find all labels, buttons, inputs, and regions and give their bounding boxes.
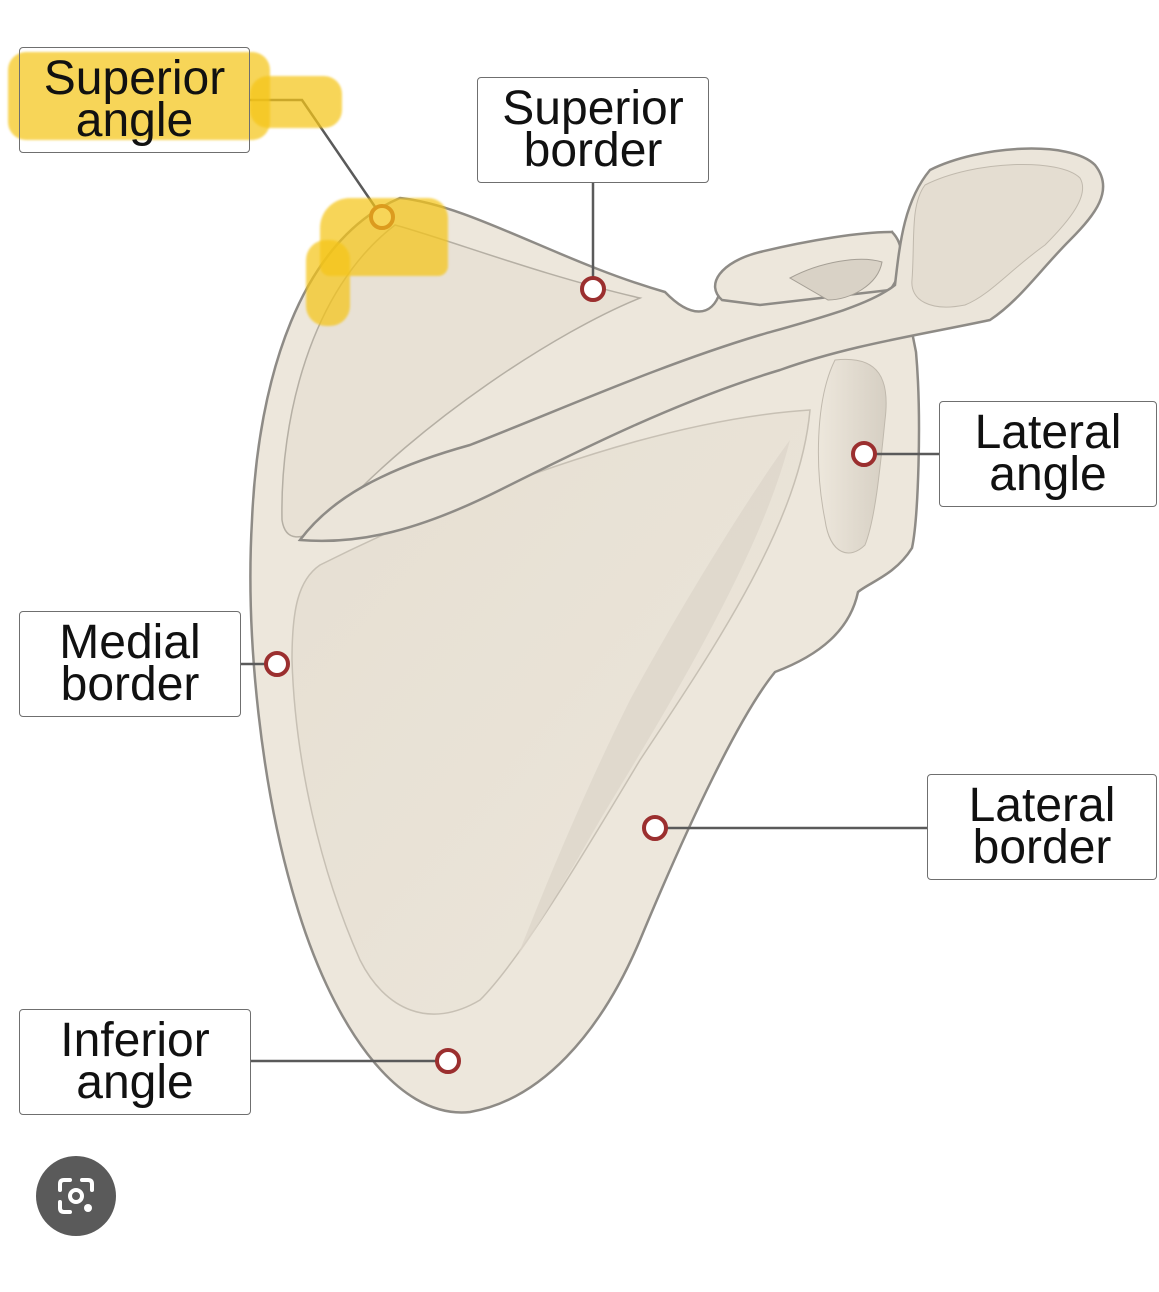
visual-search-icon (58, 1178, 94, 1214)
highlight-superior-angle-label (8, 52, 270, 140)
scapular-spine (297, 147, 1105, 543)
label-superior-border-line2: border (523, 124, 663, 177)
label-inferior-angle: Inferior angle (19, 1009, 251, 1115)
label-lateral-border-line2: border (972, 821, 1112, 874)
label-lateral-angle-line1: Lateral (974, 406, 1122, 459)
marker-lateral-border-icon (642, 815, 668, 841)
supraspinous-fossa (281, 224, 643, 538)
label-medial-border-line1: Medial (59, 616, 201, 669)
label-superior-angle: Superior angle (19, 47, 250, 153)
label-lateral-angle-line2: angle (989, 448, 1107, 501)
acromion-inner (911, 163, 1084, 308)
label-inferior-angle-line1: Inferior (60, 1014, 210, 1067)
infraspinous-fossa (291, 409, 811, 1015)
marker-superior-border-icon (580, 276, 606, 302)
label-medial-border-line2: border (60, 658, 200, 711)
label-medial-border: Medial border (19, 611, 241, 717)
visual-search-button[interactable] (36, 1156, 116, 1236)
label-superior-angle-line1: Superior (43, 52, 226, 105)
marker-medial-border-icon (264, 651, 290, 677)
highlight-superior-angle-label-tail (250, 76, 342, 128)
lateral-ridge (518, 440, 790, 955)
marker-lateral-angle-icon (851, 441, 877, 467)
label-lateral-angle: Lateral angle (939, 401, 1157, 507)
label-superior-border: Superior border (477, 77, 709, 183)
marker-inferior-angle-icon (435, 1048, 461, 1074)
label-superior-angle-line2: angle (75, 94, 194, 147)
coracoid-hollow (788, 258, 883, 301)
label-lateral-border-line1: Lateral (968, 779, 1116, 832)
label-lateral-border: Lateral border (927, 774, 1157, 880)
highlight-superior-angle-region-edge (306, 240, 350, 326)
label-inferior-angle-line2: angle (76, 1056, 194, 1109)
label-superior-border-line1: Superior (502, 82, 684, 135)
